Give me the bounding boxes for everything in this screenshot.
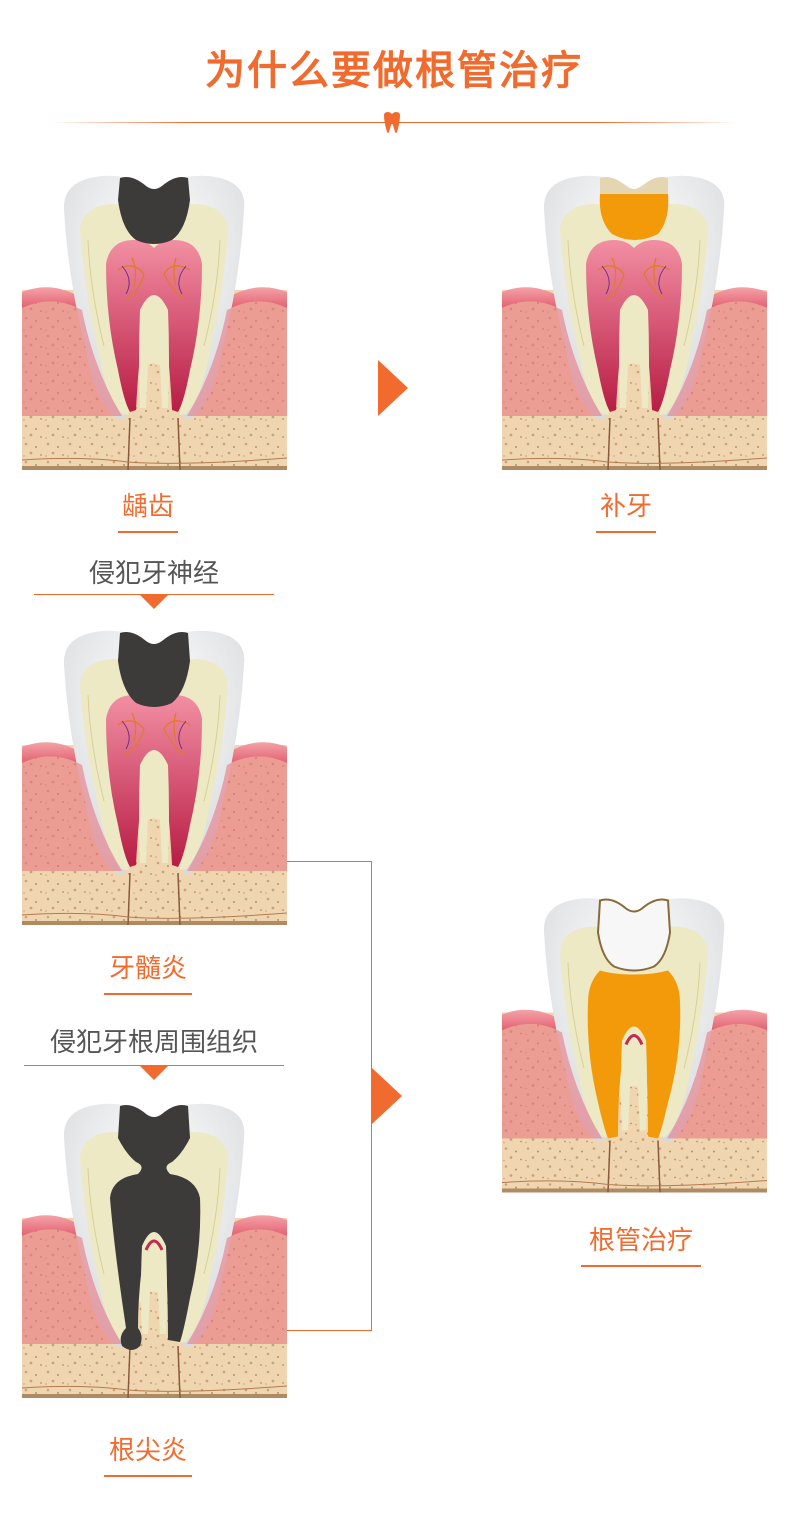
arrow-right-icon [372, 1068, 402, 1124]
pulpitis-illustration [22, 630, 287, 925]
page-title: 为什么要做根管治疗 [205, 48, 583, 94]
connector-bracket [287, 861, 372, 1331]
arrow-down-icon [140, 1066, 168, 1080]
filling-illustration [502, 175, 767, 470]
label-root-canal: 根管治疗 [578, 1220, 704, 1267]
step-nerve-line [34, 594, 274, 595]
periapical-illustration [22, 1103, 287, 1398]
arrow-right-icon [378, 360, 408, 416]
tooth-icon [384, 112, 400, 133]
caries-illustration [22, 175, 287, 470]
root-canal-illustration [502, 897, 767, 1194]
label-filling: 补牙 [588, 486, 664, 533]
step-root-tissue-line [24, 1065, 284, 1066]
step-nerve: 侵犯牙神经 [88, 559, 219, 589]
label-periapical: 根尖炎 [100, 1430, 196, 1477]
arrow-down-icon [140, 595, 168, 609]
label-pulpitis: 牙髓炎 [100, 948, 196, 995]
step-root-tissue: 侵犯牙根周围组织 [49, 1028, 258, 1058]
label-caries: 龋齿 [110, 486, 186, 533]
